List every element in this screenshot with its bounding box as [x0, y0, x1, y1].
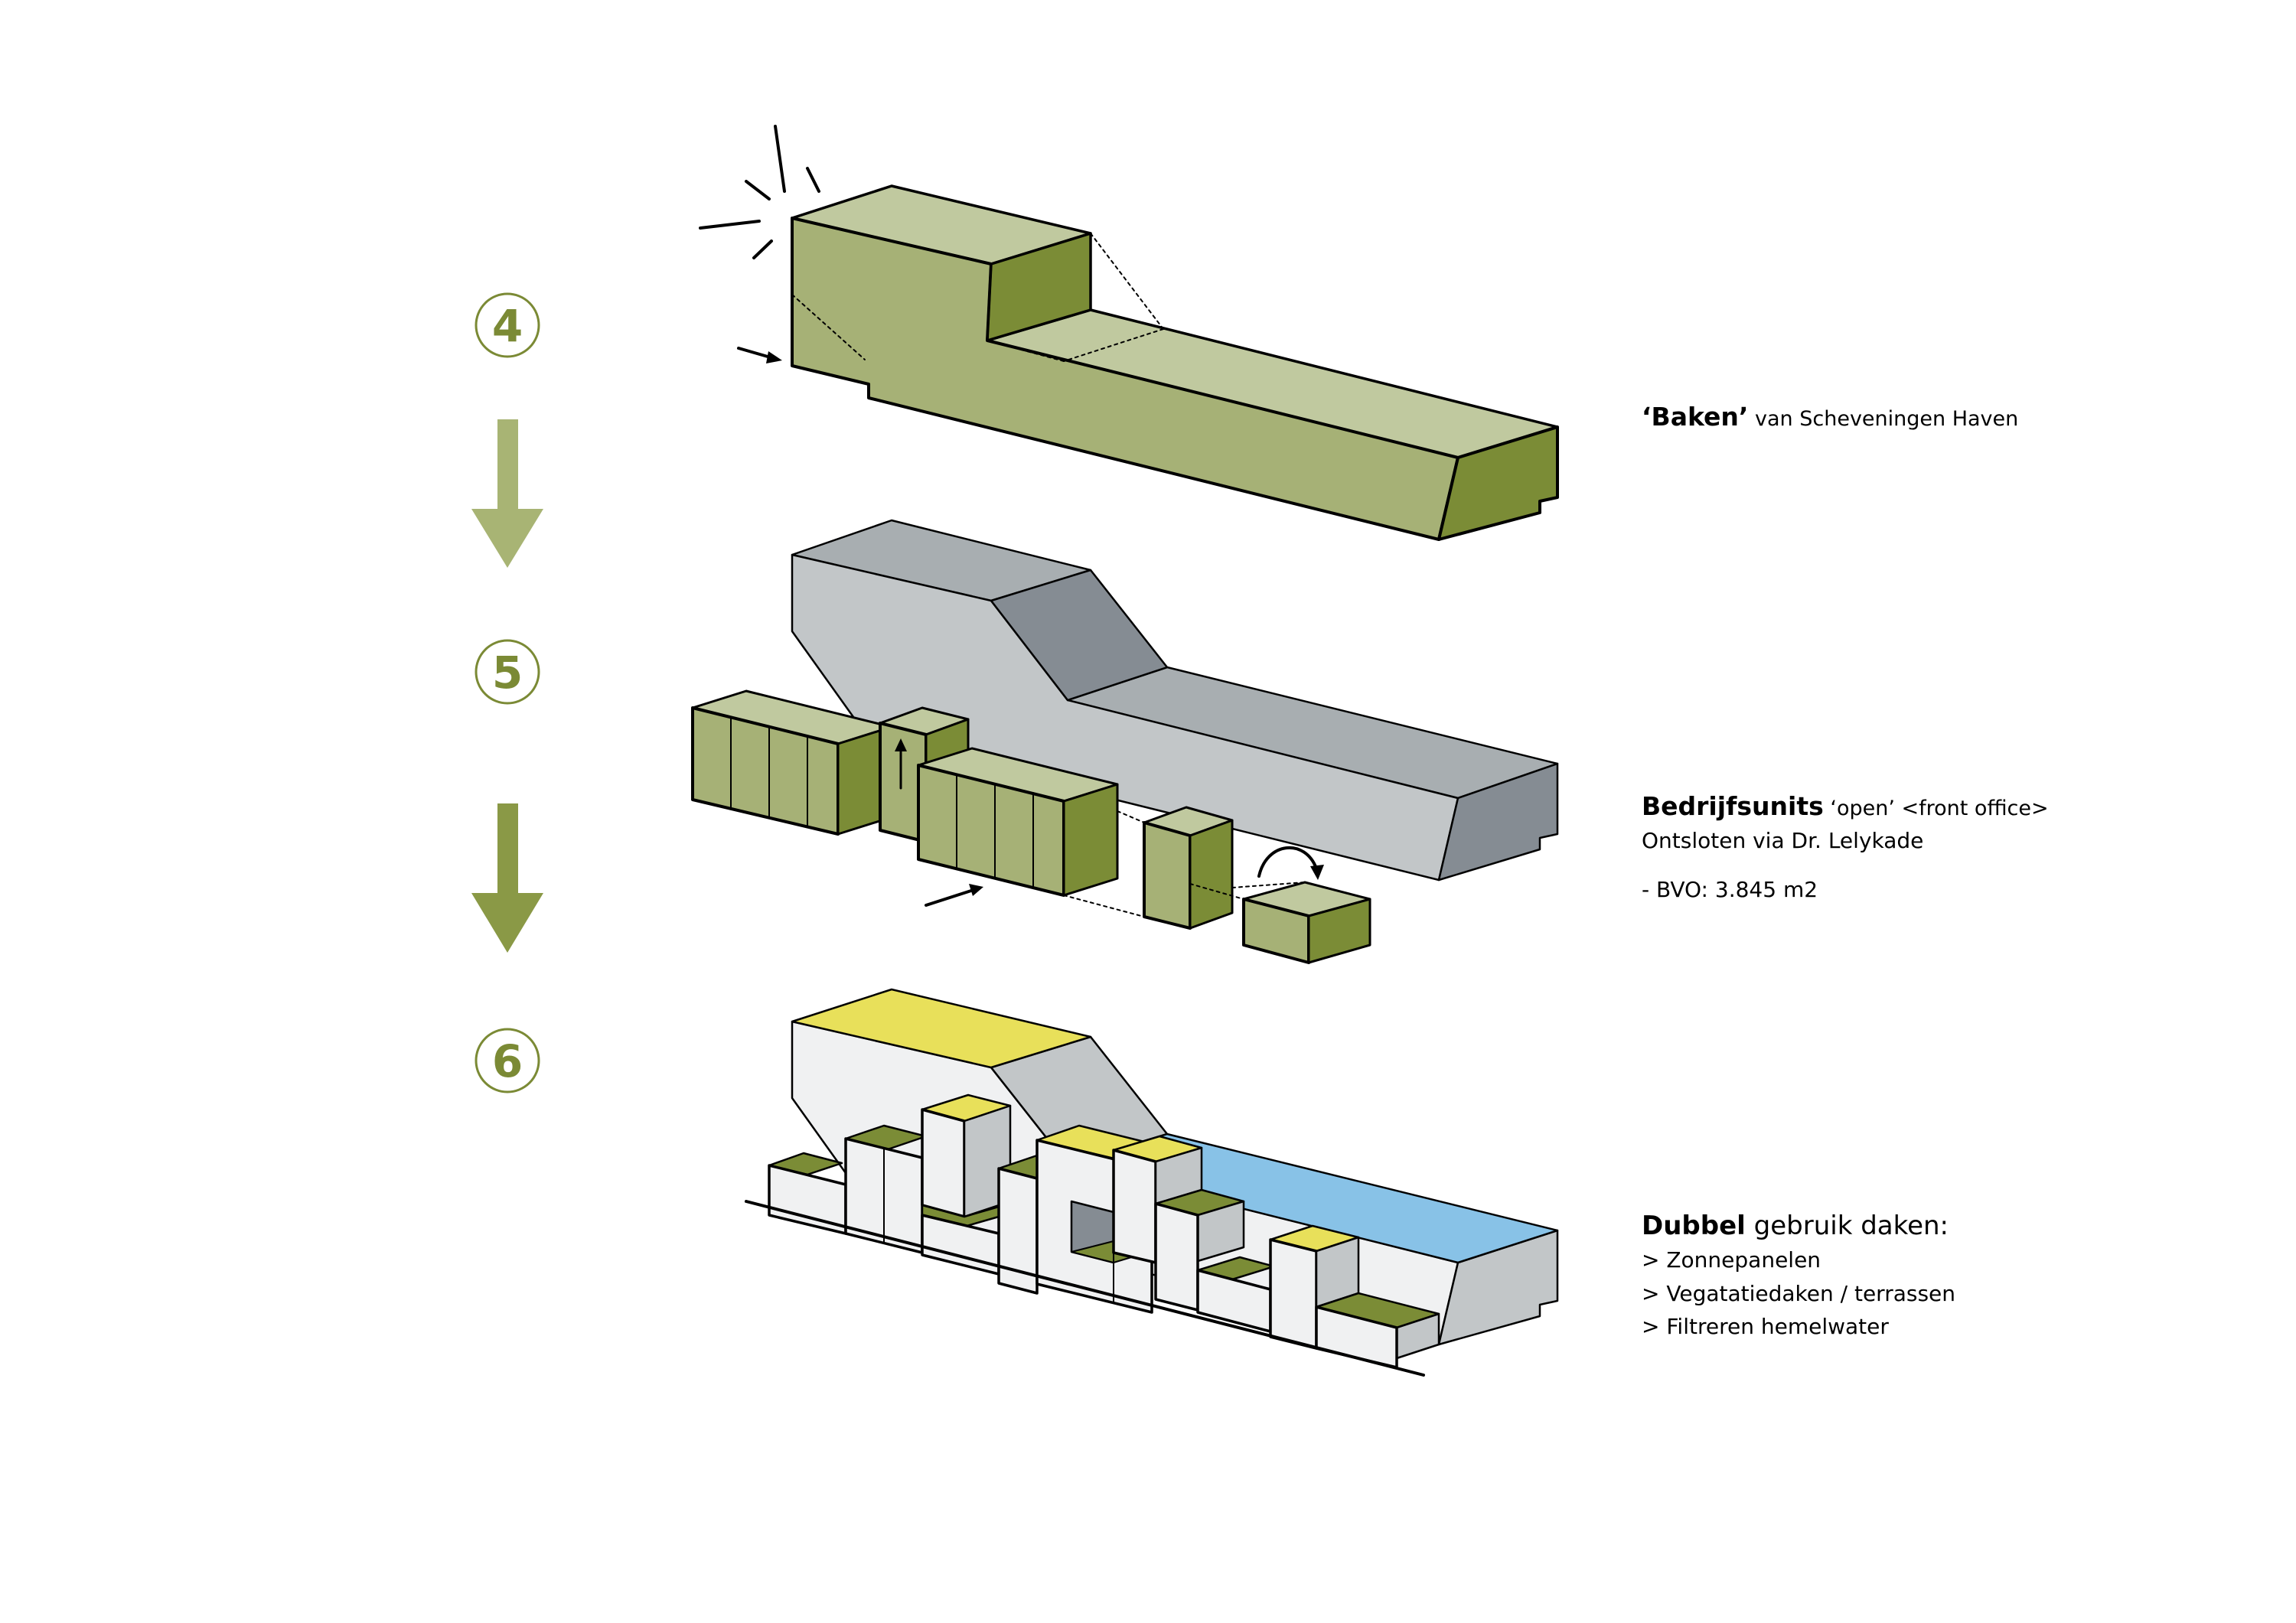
caption-step6: Dubbel gebruik daken:: [1642, 1213, 1949, 1239]
units-block-right: [917, 747, 1119, 897]
arrow-down-icon: [471, 803, 543, 953]
caption-step5: Bedrijfsunits ‘open’ <front office>: [1642, 794, 2049, 819]
caption-subtitle: gebruik daken:: [1745, 1211, 1949, 1241]
caption-subtitle: van Scheveningen Haven: [1748, 407, 2019, 431]
moved-unit: [1143, 806, 1234, 930]
step-number: 6: [492, 1035, 523, 1087]
caption-step5-line3: - BVO: 3.845 m2: [1642, 877, 1818, 902]
roofs-volume: [745, 988, 1559, 1377]
caption-subtitle: ‘open’ <front office>: [1823, 797, 2049, 820]
caption-step4: ‘Baken’ van Scheveningen Haven: [1642, 404, 2018, 429]
grey-main-volume: [791, 519, 1559, 882]
caption-title: Bedrijfsunits: [1642, 791, 1824, 821]
units-block-left: [691, 689, 893, 836]
caption-step5-line2: Ontsloten via Dr. Lelykade: [1642, 828, 1924, 853]
list-item: > Filtreren hemelwater: [1642, 1314, 1889, 1339]
list-item: > Zonnepanelen: [1642, 1247, 1821, 1273]
entrance-arrow-icon: [737, 347, 782, 363]
step-number: 4: [492, 300, 523, 352]
step5-dotted-lines: [1063, 810, 1306, 917]
step-marker-4: 4: [475, 292, 540, 358]
entrance-arrow-icon: [925, 884, 983, 907]
arrow-down-icon: [471, 419, 543, 568]
rotate-arrow-icon: [1257, 846, 1324, 880]
step-number: 5: [492, 647, 523, 699]
rotated-unit: [1242, 881, 1371, 964]
step-marker-6: 6: [475, 1028, 540, 1093]
list-item: > Vegatatiedaken / terrassen: [1642, 1281, 1956, 1306]
sunburst-icon: [699, 125, 820, 259]
baken-volume: [791, 184, 1559, 541]
caption-title: ‘Baken’: [1642, 402, 1749, 432]
step-marker-5: 5: [475, 639, 540, 705]
caption-title: Dubbel: [1642, 1211, 1746, 1241]
